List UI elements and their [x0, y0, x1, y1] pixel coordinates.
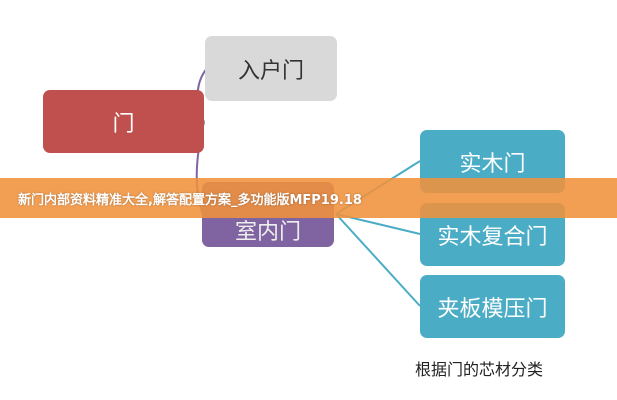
node-label: 室内门: [234, 220, 301, 245]
node-door: 门: [43, 90, 204, 153]
overlay-banner: 新门内部资料精准大全,解答配置方案_多功能版MFP19.18: [0, 178, 617, 218]
diagram-caption: 根据门的芯材分类: [415, 360, 544, 379]
node-label: 门: [112, 111, 135, 137]
node-label: 实木复合门: [437, 224, 548, 250]
node-label: 实木门: [459, 151, 526, 177]
node-label: 入户门: [237, 58, 304, 84]
node-entry-door: 入户门: [205, 36, 337, 101]
connector-interior-plywood: [335, 213, 421, 307]
node-molded-door: 夹板模压门: [420, 275, 565, 338]
banner-text: 新门内部资料精准大全,解答配置方案_多功能版MFP19.18: [18, 192, 362, 208]
node-label: 夹板模压门: [437, 296, 548, 322]
